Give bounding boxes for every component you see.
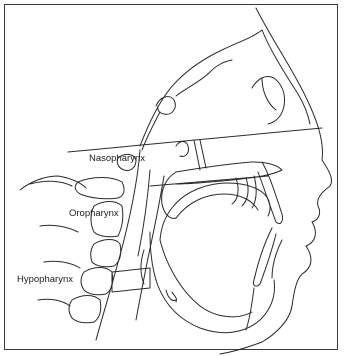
upper-molar [232,178,248,206]
occipital-contour [20,176,86,190]
cervical-vertebra-c2 [91,202,123,237]
posterior-pharyngeal-wall [96,150,140,340]
oropharynx-label: Oropharynx [69,209,119,219]
nasal-bone [262,30,310,124]
cervical-vertebra-c3 [91,240,121,267]
lower-lip [272,240,282,278]
chin-soft-tissue [220,342,262,354]
airway-inner [138,170,150,256]
hypopharynx-label: Hypopharynx [17,275,73,285]
tongue-outline [160,183,270,240]
skull-base-outline [140,30,262,146]
spinous-processes [30,181,80,306]
mastoid-process [176,142,189,157]
mandible-ramus [150,232,274,333]
pterygoid-plate [194,140,206,170]
hard-palate [176,162,282,184]
cervical-vertebra-c1 [75,178,124,199]
cervical-vertebra-c4 [81,268,113,295]
palatal-plane-line [68,128,322,152]
cervical-vertebra-c5 [69,296,101,323]
nasopharynx-label: Nasopharynx [89,154,145,164]
sphenoid-contour [176,60,232,96]
mandible-inner [160,240,252,317]
orbit-contour [252,76,285,124]
tongue-dorsum [176,194,258,218]
hypopharynx-box [112,268,150,292]
frontal-sinus [262,78,276,110]
symphysis [246,288,254,330]
lower-incisor [253,228,276,286]
hyoid-bone [166,290,177,302]
anterior-airway-wall [136,176,164,320]
